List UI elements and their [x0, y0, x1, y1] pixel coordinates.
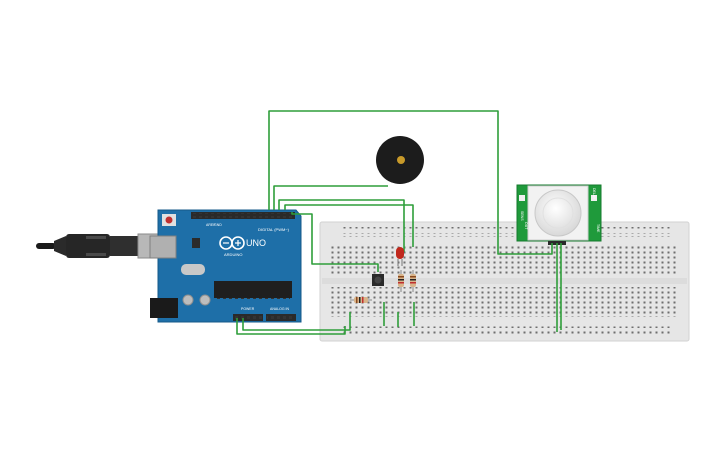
aref-label: AREF	[206, 223, 215, 227]
power-jack	[150, 298, 178, 318]
power-rail-bottom-1	[340, 324, 670, 328]
pir-right-label-2: TIME	[596, 224, 600, 233]
wire-input[interactable]	[291, 212, 379, 272]
terminal-strip-top	[330, 245, 678, 275]
resistor-2[interactable]	[410, 270, 416, 292]
arduino-logo	[219, 236, 245, 250]
wire-pir-out[interactable]	[268, 110, 553, 255]
wire-gnd[interactable]	[242, 312, 351, 331]
digital-label: DIGITAL (PWM~)	[258, 227, 290, 232]
wire-button[interactable]	[284, 204, 414, 247]
uno-label: UNO	[246, 238, 266, 248]
arduino-brand-label: ARDUINO	[224, 252, 242, 257]
power-rail-top-1	[340, 227, 670, 231]
wire-buzzer[interactable]	[273, 185, 388, 210]
pir-pot-right[interactable]	[591, 195, 597, 201]
power-rail-top-2	[340, 233, 670, 237]
capacitor-1	[182, 294, 194, 306]
resistor-1[interactable]	[398, 270, 404, 292]
pir-pot-left[interactable]	[519, 195, 525, 201]
breadboard[interactable]	[319, 221, 690, 342]
capacitor-2	[199, 294, 211, 306]
analog-label: ANALOG IN	[270, 307, 290, 311]
center-channel	[322, 278, 687, 284]
pir-right-label-1: DELAY	[592, 188, 596, 200]
power-label: POWER	[241, 307, 255, 311]
gnd-label: GND	[214, 223, 222, 227]
resistor-3[interactable]	[350, 297, 372, 303]
pir-left-label-1: SENS	[520, 211, 524, 221]
arduino-uno[interactable]: AREF GND DIGITAL (PWM~) UNO ARDUINO POWE…	[149, 209, 302, 323]
buzzer-center	[397, 156, 405, 164]
wires	[236, 110, 562, 335]
led[interactable]	[396, 247, 404, 266]
pushbutton[interactable]	[372, 274, 384, 286]
pir-sensor[interactable]: SENS OUT DELAY TIME	[516, 184, 602, 245]
microcontroller-chip	[214, 281, 292, 298]
terminal-strip-bottom	[330, 287, 678, 317]
pir-left-label-2: OUT	[524, 222, 528, 230]
small-chip	[192, 238, 200, 248]
pir-dome	[534, 189, 582, 237]
crystal	[181, 264, 205, 275]
piezo-buzzer[interactable]	[376, 136, 424, 184]
wire-led[interactable]	[278, 199, 405, 252]
usb-jack	[149, 235, 177, 259]
power-rail-bottom-2	[340, 330, 670, 334]
